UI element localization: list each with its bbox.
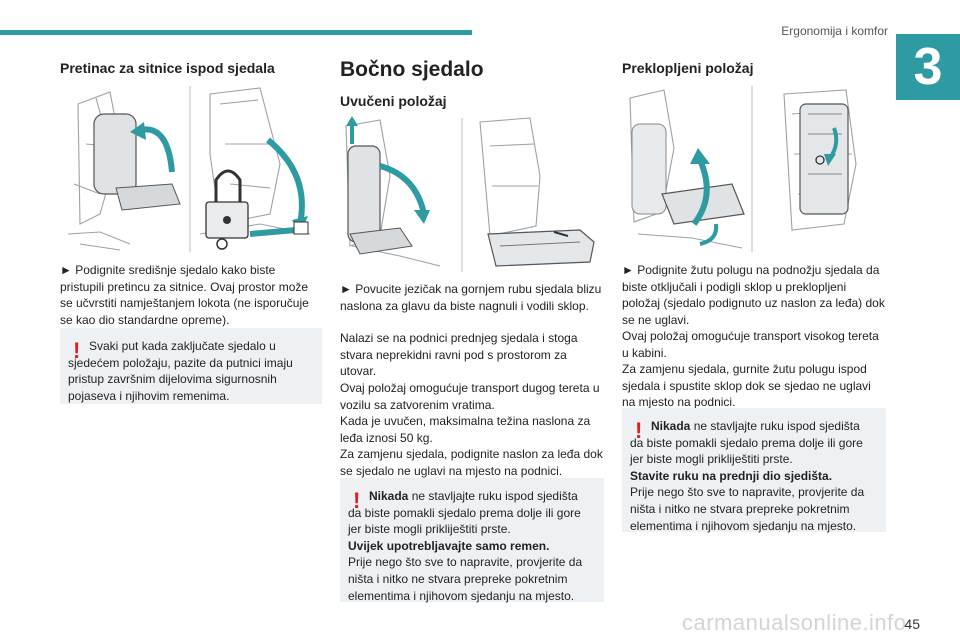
storage-warning-first: Svaki put kada zaključate sjedalo u <box>89 339 276 353</box>
storage-body: ► Podignite središnje sjedalo kako biste… <box>60 263 309 327</box>
storage-warning-rest: sjedećem položaju, pazite da putnici ima… <box>68 355 293 403</box>
warning-never: Nikada <box>369 489 409 503</box>
retracted-body-2: Nalazi se na podnici prednjeg sjedala i … <box>340 331 578 379</box>
folded-body-1: ► Podignite žutu polugu na podnožju sjed… <box>622 263 885 327</box>
warning-icon: ! <box>73 338 81 363</box>
retracted-body-4: Kada je uvučen, maksimalna težina naslon… <box>340 414 591 445</box>
warning-never: Nikada <box>651 419 691 433</box>
retracted-illustration <box>345 116 595 272</box>
folded-warning-box: ! Nikada ne stavljajte ruku ispod sjediš… <box>622 408 886 533</box>
retracted-body-5: Za zamjenu sjedala, podignite naslon za … <box>340 447 603 478</box>
side-seat-title: Bočno sjedalo <box>340 58 484 81</box>
storage-title: Pretinac za sitnice ispod sjedala <box>60 60 275 76</box>
retracted-subtitle: Uvučeni položaj <box>340 93 447 109</box>
warning-icon: ! <box>635 418 643 443</box>
folded-body-3: Za zamjenu sjedala, gurnite žutu polugu … <box>622 362 871 410</box>
retracted-warning-rest: Prije nego što sve to napravite, provjer… <box>348 555 583 603</box>
folded-illustration <box>629 86 857 252</box>
retracted-warning-strap: Uvijek upotrebljavajte samo remen. <box>348 538 550 553</box>
page-number: 45 <box>904 616 920 632</box>
header-accent-bar <box>0 30 472 35</box>
warning-icon: ! <box>353 488 361 513</box>
chapter-number-badge: 3 <box>896 34 960 100</box>
retracted-warning-box: ! Nikada ne stavljajte ruku ispod sjediš… <box>340 478 604 603</box>
section-header: Ergonomija i komfor <box>781 24 888 38</box>
watermark: carmanualsonline.info <box>682 610 907 635</box>
folded-body-2: Ovaj položaj omogućuje transport visokog… <box>622 329 879 360</box>
retracted-warning-line2: da biste pomakli sjedalo prema dolje ili… <box>348 505 581 537</box>
folded-warning-hand: Stavite ruku na prednji dio sjedišta. <box>630 468 833 483</box>
folded-warning-rest: Prije nego što sve to napravite, provjer… <box>630 485 865 533</box>
retracted-body-3: Ovaj položaj omogućuje transport dugog t… <box>340 381 600 412</box>
storage-warning-box: ! Svaki put kada zaključate sjedalo u sj… <box>60 328 322 404</box>
folded-title: Preklopljeni položaj <box>622 60 754 76</box>
retracted-warning-first: ne stavljajte ruku ispod sjedišta <box>408 489 578 503</box>
retracted-body-1: ► Povucite jezičak na gornjem rubu sjeda… <box>340 282 602 313</box>
folded-warning-first: ne stavljajte ruku ispod sjedišta <box>690 419 860 433</box>
folded-warning-line2: da biste pomakli sjedalo prema dolje ili… <box>630 435 863 467</box>
storage-illustration <box>67 86 311 252</box>
